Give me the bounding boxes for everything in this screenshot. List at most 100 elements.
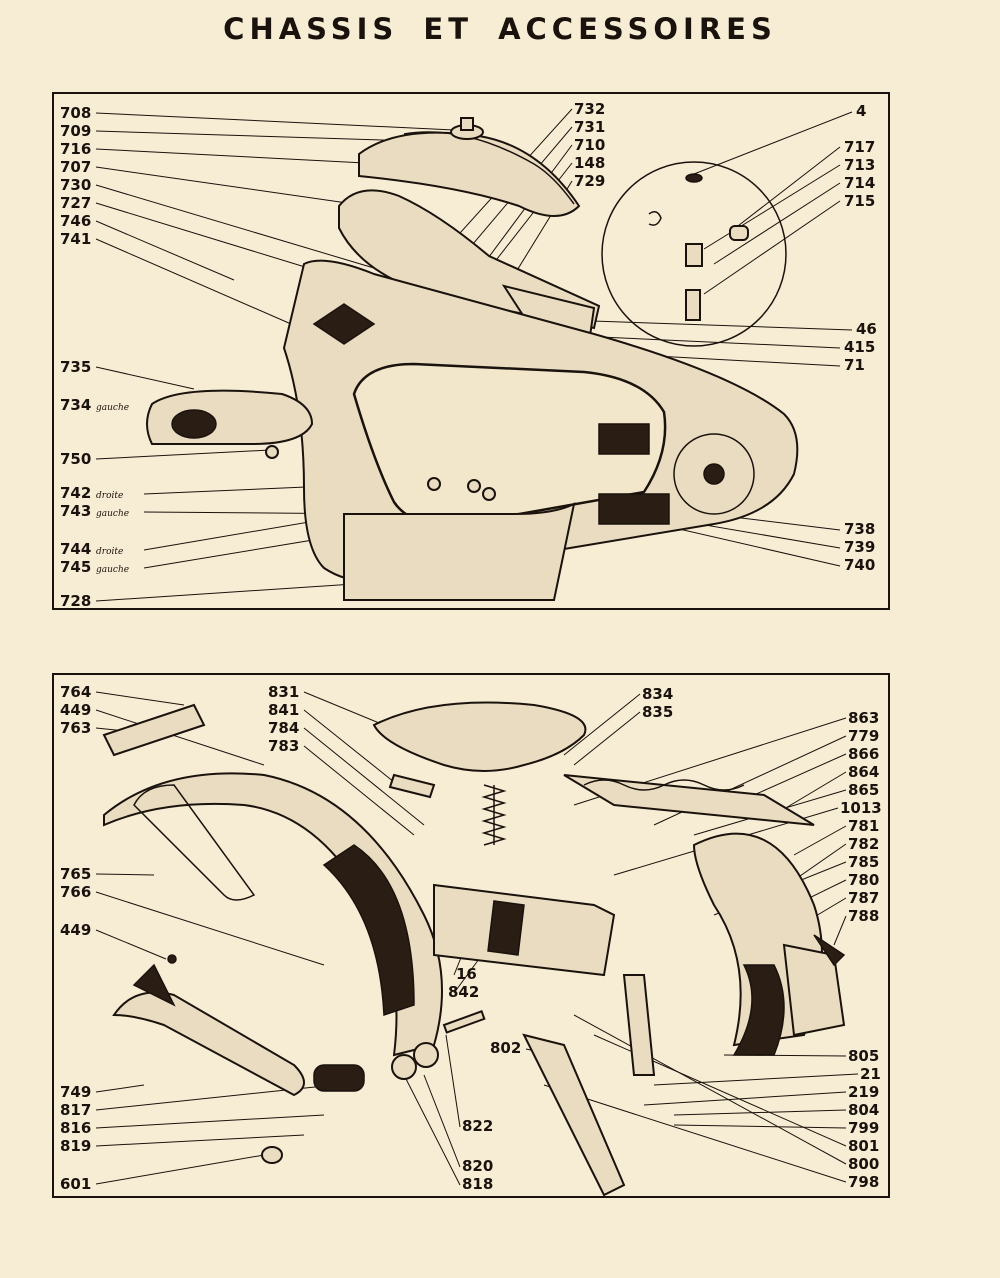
label-820: 820 (462, 1157, 493, 1175)
label-601: 601 (60, 1175, 91, 1193)
center-labels: 732 731 710 148 729 (574, 100, 605, 190)
label-817: 817 (60, 1101, 91, 1119)
toolbox (433, 883, 616, 977)
rear-mudguard (692, 832, 846, 1056)
stand (112, 963, 656, 1196)
label-779: 779 (848, 727, 879, 745)
label-742: 742 (60, 484, 91, 502)
seat (372, 701, 587, 846)
left-labels: 708 709 716 707 730 727 746 741 735 734 … (60, 104, 129, 608)
label-1013: 1013 (840, 799, 882, 817)
knee-pad (146, 389, 314, 459)
label-415: 415 (844, 338, 875, 356)
label-746: 746 (60, 212, 91, 230)
label-801: 801 (848, 1137, 879, 1155)
label-148: 148 (574, 154, 605, 172)
label-727: 727 (60, 194, 91, 212)
label-750: 750 (60, 450, 91, 468)
accessories-diagram-panel: 764 449 763 765 766 449 749 817 816 819 … (52, 673, 890, 1198)
label-743: 743 (60, 502, 91, 520)
label-739: 739 (844, 538, 875, 556)
label-749: 749 (60, 1083, 91, 1101)
label-841: 841 (268, 701, 299, 719)
label-16: 16 (456, 965, 477, 983)
label-728: 728 (60, 592, 91, 608)
label-802: 802 (490, 1039, 521, 1057)
page-title: CHASSIS ET ACCESSOIRES (223, 12, 777, 46)
sub-743: gauche (96, 509, 129, 519)
label-714: 714 (844, 174, 875, 192)
label-741: 741 (60, 230, 91, 248)
label-784: 784 (268, 719, 299, 737)
label-717: 717 (844, 138, 875, 156)
label-788: 788 (848, 907, 879, 925)
label-763: 763 (60, 719, 91, 737)
sub-742: droite (96, 491, 123, 501)
label-738: 738 (844, 520, 875, 538)
fuel-tank (358, 117, 581, 217)
front-mudguard (102, 703, 443, 1057)
label-715: 715 (844, 192, 875, 210)
label-734: 734 (60, 396, 91, 414)
label-729: 729 (574, 172, 605, 190)
accessories-diagram: 764 449 763 765 766 449 749 817 816 819 … (60, 683, 882, 1196)
label-765: 765 (60, 865, 91, 883)
label-732: 732 (574, 100, 605, 118)
label-710: 710 (574, 136, 605, 154)
center-labels: 831 841 784 783 834 835 16 842 802 822 8… (268, 683, 673, 1193)
label-783: 783 (268, 737, 299, 755)
label-798: 798 (848, 1173, 879, 1191)
label-800: 800 (848, 1155, 879, 1173)
tank-pan (338, 189, 601, 338)
label-781: 781 (848, 817, 879, 835)
label-863: 863 (848, 709, 879, 727)
label-834: 834 (642, 685, 673, 703)
chassis-diagram: 708 709 716 707 730 727 746 741 735 734 … (60, 100, 877, 608)
label-707: 707 (60, 158, 91, 176)
label-819: 819 (60, 1137, 91, 1155)
label-799: 799 (848, 1119, 879, 1137)
label-21: 21 (860, 1065, 881, 1083)
label-219: 219 (848, 1083, 879, 1101)
right-labels: 863 779 866 864 865 1013 781 782 785 780… (840, 709, 882, 1191)
label-822: 822 (462, 1117, 493, 1135)
label-735: 735 (60, 358, 91, 376)
label-818: 818 (462, 1175, 493, 1193)
label-731: 731 (574, 118, 605, 136)
right-labels: 4 717 713 714 715 46 415 71 738 739 740 (844, 102, 877, 574)
detail-circle (601, 161, 787, 347)
label-708: 708 (60, 104, 91, 122)
label-842: 842 (448, 983, 479, 1001)
label-709: 709 (60, 122, 91, 140)
footrest-parts (167, 954, 486, 1164)
label-816: 816 (60, 1119, 91, 1137)
label-835: 835 (642, 703, 673, 721)
label-740: 740 (844, 556, 875, 574)
label-713: 713 (844, 156, 875, 174)
label-71: 71 (844, 356, 865, 374)
luggage-rack (563, 774, 815, 826)
main-frame (282, 259, 799, 601)
label-449: 449 (60, 701, 91, 719)
label-787: 787 (848, 889, 879, 907)
label-745: 745 (60, 558, 91, 576)
label-864: 864 (848, 763, 879, 781)
label-804: 804 (848, 1101, 879, 1119)
label-805: 805 (848, 1047, 879, 1065)
label-766: 766 (60, 883, 91, 901)
sub-734: gauche (96, 403, 129, 413)
label-716: 716 (60, 140, 91, 158)
chassis-diagram-panel: 708 709 716 707 730 727 746 741 735 734 … (52, 92, 890, 610)
label-46: 46 (856, 320, 877, 338)
label-831: 831 (268, 683, 299, 701)
label-449b: 449 (60, 921, 91, 939)
left-labels: 764 449 763 765 766 449 749 817 816 819 … (60, 683, 91, 1193)
sub-744: droite (96, 547, 123, 557)
label-782: 782 (848, 835, 879, 853)
label-866: 866 (848, 745, 879, 763)
label-4: 4 (856, 102, 866, 120)
label-764: 764 (60, 683, 91, 701)
label-865: 865 (848, 781, 879, 799)
label-780: 780 (848, 871, 879, 889)
label-744: 744 (60, 540, 91, 558)
